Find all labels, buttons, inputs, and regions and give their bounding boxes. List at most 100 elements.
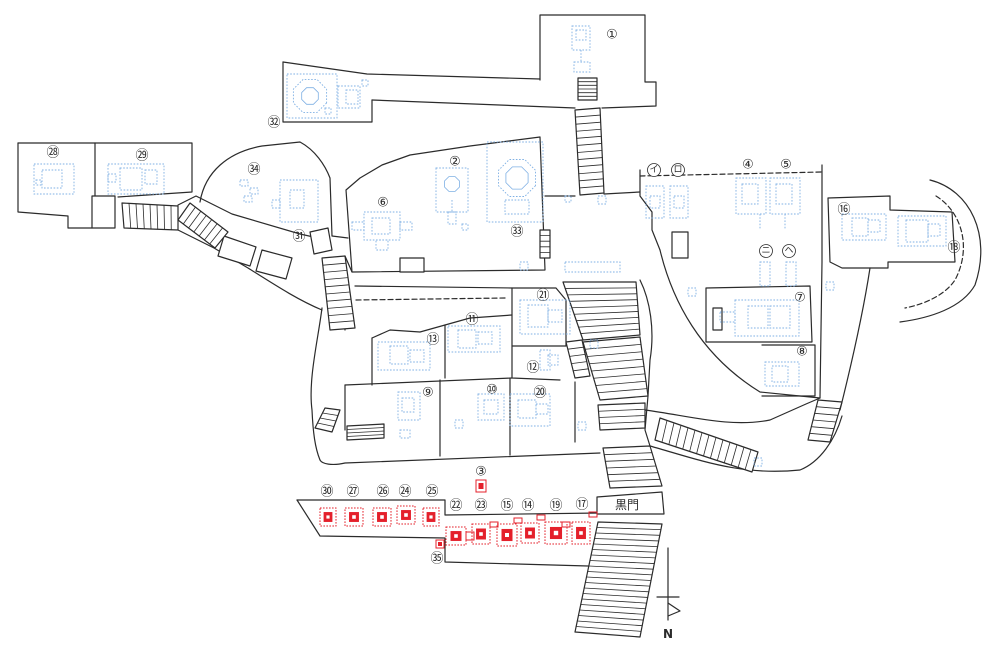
- marker-2: ②: [449, 155, 461, 170]
- stair-step: [812, 419, 837, 423]
- stairs: [597, 402, 646, 431]
- stair-step: [583, 587, 650, 593]
- marker-13: ⑬: [426, 333, 439, 348]
- highlighted-building-outline: [344, 507, 364, 527]
- building-footprint: [759, 261, 771, 287]
- stair-step: [591, 549, 657, 553]
- enclosure-8-wall: [761, 344, 816, 397]
- kuromon-gate-label: 黒門: [615, 498, 639, 512]
- highlighted-annex: [513, 517, 523, 524]
- stair-step: [323, 277, 349, 281]
- stair-step: [598, 408, 646, 412]
- highlighted-building: [471, 523, 491, 545]
- east-area-south-edge: [659, 249, 821, 399]
- building-footprint: [769, 177, 801, 215]
- stairs: [539, 229, 551, 259]
- marker-33: ㉝: [510, 225, 523, 240]
- octagonal-hall-footprint: [301, 87, 319, 105]
- gate-31-link-bottom: [344, 255, 353, 273]
- building-footprint: [785, 261, 797, 287]
- building-footprint: [851, 217, 869, 237]
- building-footprint: [461, 223, 469, 231]
- marker-11: ⑪: [465, 313, 478, 328]
- marker-12: ⑫: [526, 361, 539, 376]
- stair-step: [569, 353, 586, 357]
- building-footprint: [825, 281, 835, 291]
- building-footprint: [447, 211, 457, 225]
- stair-step: [737, 446, 745, 468]
- stair-step: [586, 576, 652, 581]
- building-footprint: [337, 85, 361, 109]
- stair-step: [588, 565, 654, 570]
- highlighted-building-center: [404, 513, 408, 517]
- building-footprint: [589, 339, 599, 349]
- building-footprint: [435, 167, 469, 213]
- stair-step: [580, 604, 646, 610]
- building-footprint: [747, 305, 769, 329]
- stair-step: [579, 185, 605, 189]
- stair-step: [682, 427, 689, 450]
- enclosure-7-wall: [705, 285, 813, 343]
- marker-22: ㉒: [449, 499, 462, 514]
- highlighted-building-outline: [571, 521, 591, 545]
- building-footprint: [483, 399, 499, 415]
- building-footprint: [527, 304, 549, 328]
- stair-step: [590, 554, 656, 559]
- marker-28: ㉘: [46, 146, 59, 161]
- building-footprint: [377, 341, 431, 371]
- building-footprint: [841, 213, 887, 241]
- building-footprint: [397, 391, 421, 421]
- stairs: [177, 202, 229, 249]
- enclosure-28-29-wall-top: [17, 142, 193, 198]
- building-footprint: [547, 309, 563, 323]
- stair-step: [575, 114, 601, 118]
- marker-18: ⑱: [947, 241, 960, 256]
- marker-35: ㉟: [430, 552, 443, 567]
- east-slope-curve-inner: [904, 195, 964, 309]
- marker-30: ㉚: [320, 485, 333, 500]
- highlighted-building-center: [429, 515, 433, 519]
- building-footprint: [769, 305, 791, 329]
- stair-step: [716, 439, 724, 461]
- marker-34: ㉞: [247, 163, 260, 178]
- highlighted-building-center: [505, 533, 509, 537]
- building-footprint: [454, 419, 464, 429]
- stair-step: [675, 424, 682, 448]
- building-footprint: [517, 399, 537, 419]
- stair-step: [815, 406, 841, 410]
- building-footprint: [271, 199, 281, 209]
- stairs-outline: [565, 339, 591, 379]
- stair-step: [809, 432, 833, 436]
- kana-marker-he: ヘ: [784, 246, 793, 256]
- highlighted-building: [396, 505, 416, 525]
- south-block-west-edge: [310, 307, 323, 461]
- east-area-west-edge: [639, 169, 661, 251]
- stair-step: [577, 157, 603, 160]
- stair-step: [744, 449, 752, 471]
- east-area-structure: [671, 231, 689, 259]
- highlighted-building: [422, 507, 440, 527]
- building-footprint: [371, 217, 391, 235]
- stair-step: [710, 437, 717, 459]
- stair-step: [575, 121, 602, 125]
- stair-step: [577, 150, 603, 153]
- building-footprint: [35, 179, 42, 186]
- highlighted-building-center: [479, 532, 483, 536]
- marker-8: ⑧: [796, 345, 808, 360]
- stairs: [582, 336, 649, 401]
- stairs: [562, 281, 641, 341]
- stairs-layer: [121, 77, 843, 638]
- stair-step: [696, 432, 703, 455]
- stairs: [574, 107, 605, 196]
- compass-flag: [667, 602, 681, 617]
- stair-step: [597, 388, 648, 394]
- building-footprint: [775, 183, 793, 205]
- highlighted-building-outline: [319, 507, 337, 527]
- stair-step: [323, 269, 348, 273]
- stair-step: [593, 543, 658, 547]
- marker-6: ⑥: [377, 196, 389, 211]
- gate-31: [309, 227, 333, 255]
- stair-step: [581, 598, 647, 604]
- stair-step: [587, 571, 653, 576]
